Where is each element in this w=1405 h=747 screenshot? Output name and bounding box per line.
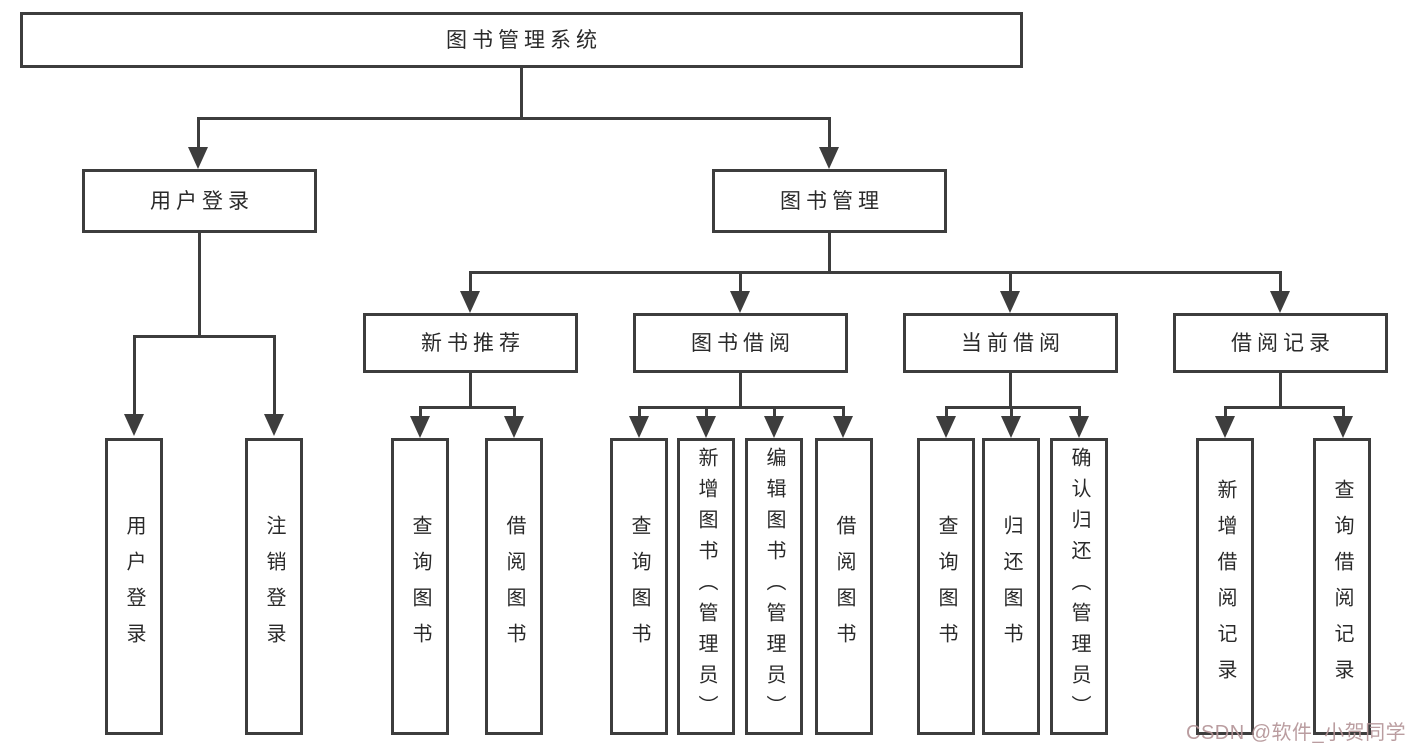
connector-line <box>133 335 136 416</box>
node-current-borrowing: 当前借阅 <box>903 313 1118 373</box>
leaf-borrow-books: 借阅图书 <box>815 438 873 735</box>
connector-line <box>1009 271 1012 293</box>
arrow-down-icon <box>1001 416 1021 438</box>
leaf-query-books-borrow-label: 查询图书 <box>628 514 650 659</box>
arrow-down-icon <box>629 416 649 438</box>
leaf-edit-books-admin-label: 编辑图书（管理员） <box>763 447 785 726</box>
leaf-add-borrow-record-label: 新增借阅记录 <box>1214 478 1236 695</box>
leaf-query-books-current: 查询图书 <box>917 438 975 735</box>
connector-line <box>1279 271 1282 293</box>
node-new-book-recommend: 新书推荐 <box>363 313 578 373</box>
arrow-down-icon <box>936 416 956 438</box>
node-borrowing-records: 借阅记录 <box>1173 313 1388 373</box>
root-node-label: 图书管理系统 <box>446 28 602 52</box>
leaf-query-books-current-label: 查询图书 <box>935 514 957 659</box>
arrow-down-icon <box>460 291 480 313</box>
connector-line <box>133 335 276 338</box>
connector-line <box>1279 373 1282 406</box>
leaf-query-books-borrow: 查询图书 <box>610 438 668 735</box>
arrow-down-icon <box>1333 416 1353 438</box>
node-new-book-recommend-label: 新书推荐 <box>421 331 525 355</box>
node-user-login-label: 用户登录 <box>150 189 254 213</box>
node-book-management: 图书管理 <box>712 169 947 233</box>
node-book-borrowing-label: 图书借阅 <box>691 331 795 355</box>
connector-line <box>513 406 516 418</box>
connector-line <box>198 233 201 335</box>
leaf-add-books-admin: 新增图书（管理员） <box>677 438 735 735</box>
connector-line <box>197 117 831 120</box>
node-borrowing-records-label: 借阅记录 <box>1231 331 1335 355</box>
node-book-management-label: 图书管理 <box>780 189 884 213</box>
arrow-down-icon <box>833 416 853 438</box>
connector-line <box>197 117 200 150</box>
leaf-confirm-return-admin-label: 确认归还（管理员） <box>1068 447 1090 726</box>
leaf-user-login: 用户登录 <box>105 438 163 735</box>
arrow-down-icon <box>504 416 524 438</box>
arrow-down-icon <box>1270 291 1290 313</box>
arrow-down-icon <box>819 147 839 169</box>
leaf-borrow-books-label: 借阅图书 <box>833 514 855 659</box>
leaf-borrow-books-recommend: 借阅图书 <box>485 438 543 735</box>
leaf-add-books-admin-label: 新增图书（管理员） <box>695 447 717 726</box>
leaf-add-borrow-record: 新增借阅记录 <box>1196 438 1254 735</box>
connector-line <box>273 335 276 416</box>
connector-line <box>773 406 776 418</box>
connector-line <box>469 271 472 293</box>
node-book-borrowing: 图书借阅 <box>633 313 848 373</box>
leaf-return-books-label: 归还图书 <box>1000 514 1022 659</box>
connector-line <box>739 373 742 406</box>
csdn-watermark: CSDN @软件_小贺同学 <box>1186 722 1405 744</box>
connector-line <box>828 233 831 271</box>
arrow-down-icon <box>730 291 750 313</box>
leaf-logout-label: 注销登录 <box>263 514 285 659</box>
connector-line <box>739 271 742 293</box>
connector-line <box>1009 373 1012 406</box>
arrow-down-icon <box>124 414 144 436</box>
connector-line <box>945 406 1081 409</box>
connector-line <box>1342 406 1345 418</box>
leaf-return-books: 归还图书 <box>982 438 1040 735</box>
node-user-login: 用户登录 <box>82 169 317 233</box>
connector-line <box>1224 406 1227 418</box>
leaf-logout: 注销登录 <box>245 438 303 735</box>
connector-line <box>638 406 845 409</box>
leaf-borrow-books-recommend-label: 借阅图书 <box>503 514 525 659</box>
leaf-query-books-recommend-label: 查询图书 <box>409 514 431 659</box>
connector-line <box>469 373 472 406</box>
root-node-library-system: 图书管理系统 <box>20 12 1023 68</box>
leaf-query-borrow-record: 查询借阅记录 <box>1313 438 1371 735</box>
arrow-down-icon <box>1069 416 1089 438</box>
arrow-down-icon <box>1000 291 1020 313</box>
connector-line <box>638 406 641 418</box>
node-current-borrowing-label: 当前借阅 <box>961 331 1065 355</box>
arrow-down-icon <box>264 414 284 436</box>
arrow-down-icon <box>1215 416 1235 438</box>
connector-line <box>842 406 845 418</box>
leaf-query-books-recommend: 查询图书 <box>391 438 449 735</box>
connector-line <box>945 406 948 418</box>
connector-line <box>469 271 1281 274</box>
connector-line <box>1010 406 1013 418</box>
connector-line <box>419 406 516 409</box>
connector-line <box>828 117 831 150</box>
arrow-down-icon <box>764 416 784 438</box>
connector-line <box>705 406 708 418</box>
connector-line <box>419 406 422 418</box>
connector-line <box>1224 406 1344 409</box>
arrow-down-icon <box>188 147 208 169</box>
connector-line <box>520 68 523 117</box>
leaf-query-borrow-record-label: 查询借阅记录 <box>1331 478 1353 695</box>
arrow-down-icon <box>410 416 430 438</box>
leaf-user-login-label: 用户登录 <box>123 514 145 659</box>
connector-line <box>1078 406 1081 418</box>
leaf-edit-books-admin: 编辑图书（管理员） <box>745 438 803 735</box>
leaf-confirm-return-admin: 确认归还（管理员） <box>1050 438 1108 735</box>
arrow-down-icon <box>696 416 716 438</box>
